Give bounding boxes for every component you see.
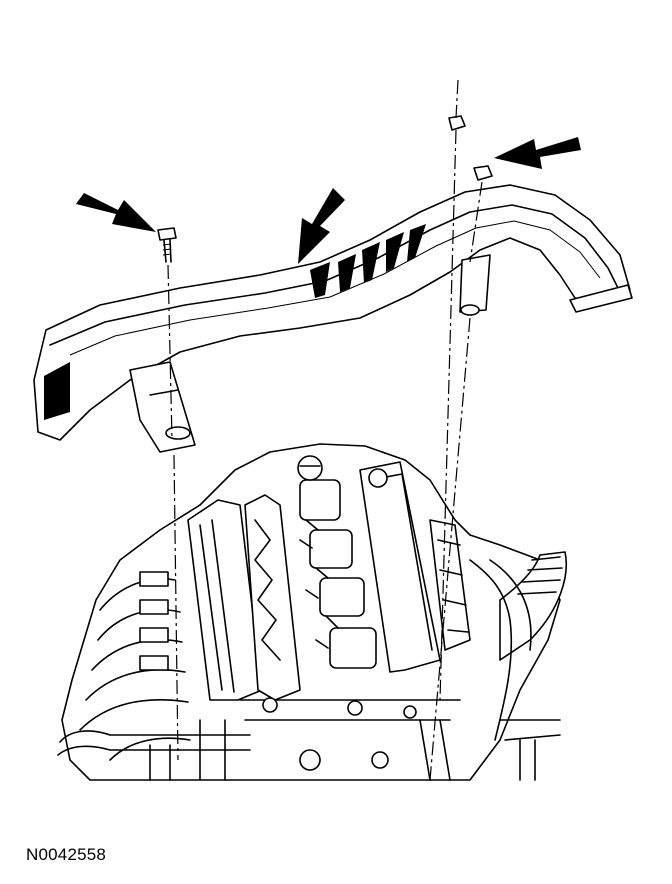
cover-arrow xyxy=(298,188,345,264)
top-nut xyxy=(448,115,466,131)
left-bolt-arrow xyxy=(76,193,156,232)
intake-manifold xyxy=(79,571,191,761)
right-nut-arrow xyxy=(494,137,581,169)
ignition-coils xyxy=(297,455,377,669)
cover-right-mount xyxy=(459,254,491,316)
cover-left-mount xyxy=(129,361,196,453)
left-bolt xyxy=(157,227,177,263)
valve-cover-left xyxy=(187,494,301,701)
alignment-lines xyxy=(167,79,483,781)
callout-arrows xyxy=(76,137,581,264)
figure-id-label: N0042558 xyxy=(26,845,107,864)
engine-assembly xyxy=(57,443,568,781)
fasteners xyxy=(157,115,493,263)
air-inlet-hose xyxy=(469,551,568,781)
engine-cover xyxy=(33,184,633,453)
valve-cover-right xyxy=(359,461,471,673)
cover-vents xyxy=(44,224,426,420)
right-nut xyxy=(473,165,493,181)
